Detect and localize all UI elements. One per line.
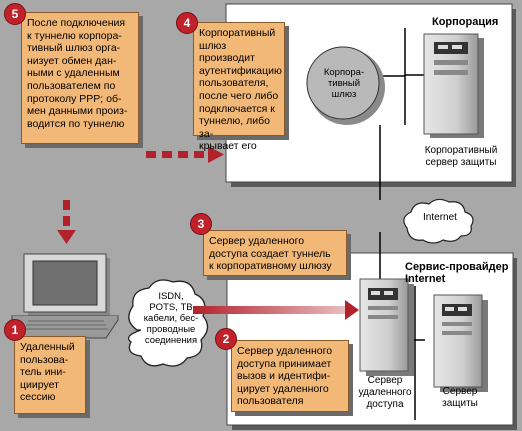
internet-cloud-icon (403, 198, 474, 244)
isp-title: Сервис-провайдер Internet (405, 261, 509, 285)
dashed-arrow-to-computer (57, 200, 76, 244)
step-3-note: Сервер удаленного доступа создает туннел… (203, 230, 347, 276)
corporate-gateway-label: Корпора- тивный шлюз (323, 67, 365, 100)
remote-user-computer-icon (11, 253, 119, 339)
dashed-arrow-to-corporation (146, 146, 224, 163)
isp-security-server-label: Сервер защиты (442, 386, 478, 409)
media-cloud-icon (127, 279, 209, 367)
step-1-badge: 1 (4, 319, 26, 341)
step-5-note: После подключения к туннелю корпора- тив… (21, 12, 139, 144)
corporate-server-label: Корпоративный сервер защиты (424, 145, 498, 168)
corporation-title: Корпорация (432, 16, 499, 28)
tunnel-arrow (193, 300, 359, 320)
step-5-badge: 5 (4, 3, 26, 25)
step-1-note: Удаленный пользова- тель ини- циирует се… (14, 336, 86, 414)
step-3-badge: 3 (190, 213, 212, 235)
step-2-note: Сервер удаленного доступа принимает вызо… (231, 340, 349, 412)
access-server-icon (359, 278, 414, 376)
corporate-gateway-icon (306, 46, 385, 125)
step-4-badge: 4 (176, 12, 198, 34)
isp-security-server-icon (433, 294, 488, 392)
internet-cloud-label: Internet (423, 212, 457, 223)
corporate-server-icon (423, 33, 484, 138)
media-cloud-label: ISDN, POTS, ТВ кабели, бес- проводные со… (143, 291, 199, 346)
step-4-note: Корпоративный шлюз производит аутентифик… (193, 22, 285, 152)
step-2-badge: 2 (215, 328, 237, 350)
access-server-label: Сервер удаленного доступа (358, 375, 412, 410)
